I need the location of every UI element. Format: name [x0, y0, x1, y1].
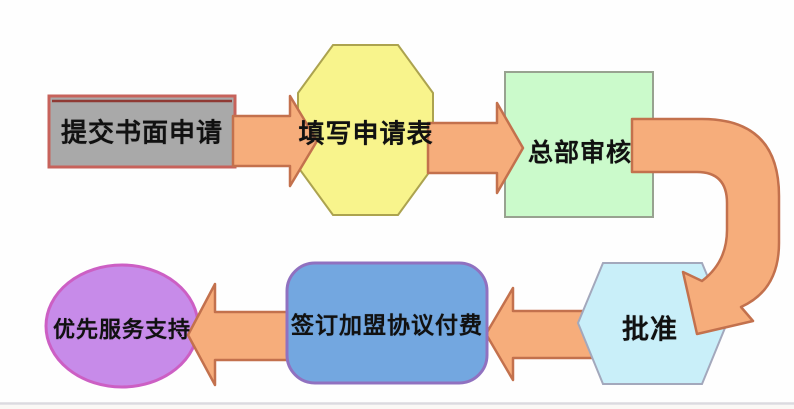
node-review-label: 总部审核: [527, 138, 633, 167]
node-fillform-label: 填写申请表: [298, 119, 434, 150]
arrow-signpay-to-support: [186, 282, 304, 387]
arrow-approve-to-signpay: [484, 286, 594, 382]
node-signpay-label: 签订加盟协议付费: [291, 313, 483, 339]
node-submit-shape: [47, 94, 237, 169]
bottom-strip: [0, 405, 794, 409]
node-support-label: 优先服务支持: [52, 318, 192, 343]
node-approve-label: 批准: [622, 314, 678, 346]
node-signpay-shape: [285, 261, 489, 385]
arrow-submit-to-fillform: [231, 94, 319, 188]
node-submit-label: 提交书面申请: [60, 118, 224, 149]
arrow-review-to-approve-curved: [630, 117, 781, 336]
arrow-fillform-to-review: [426, 101, 525, 195]
